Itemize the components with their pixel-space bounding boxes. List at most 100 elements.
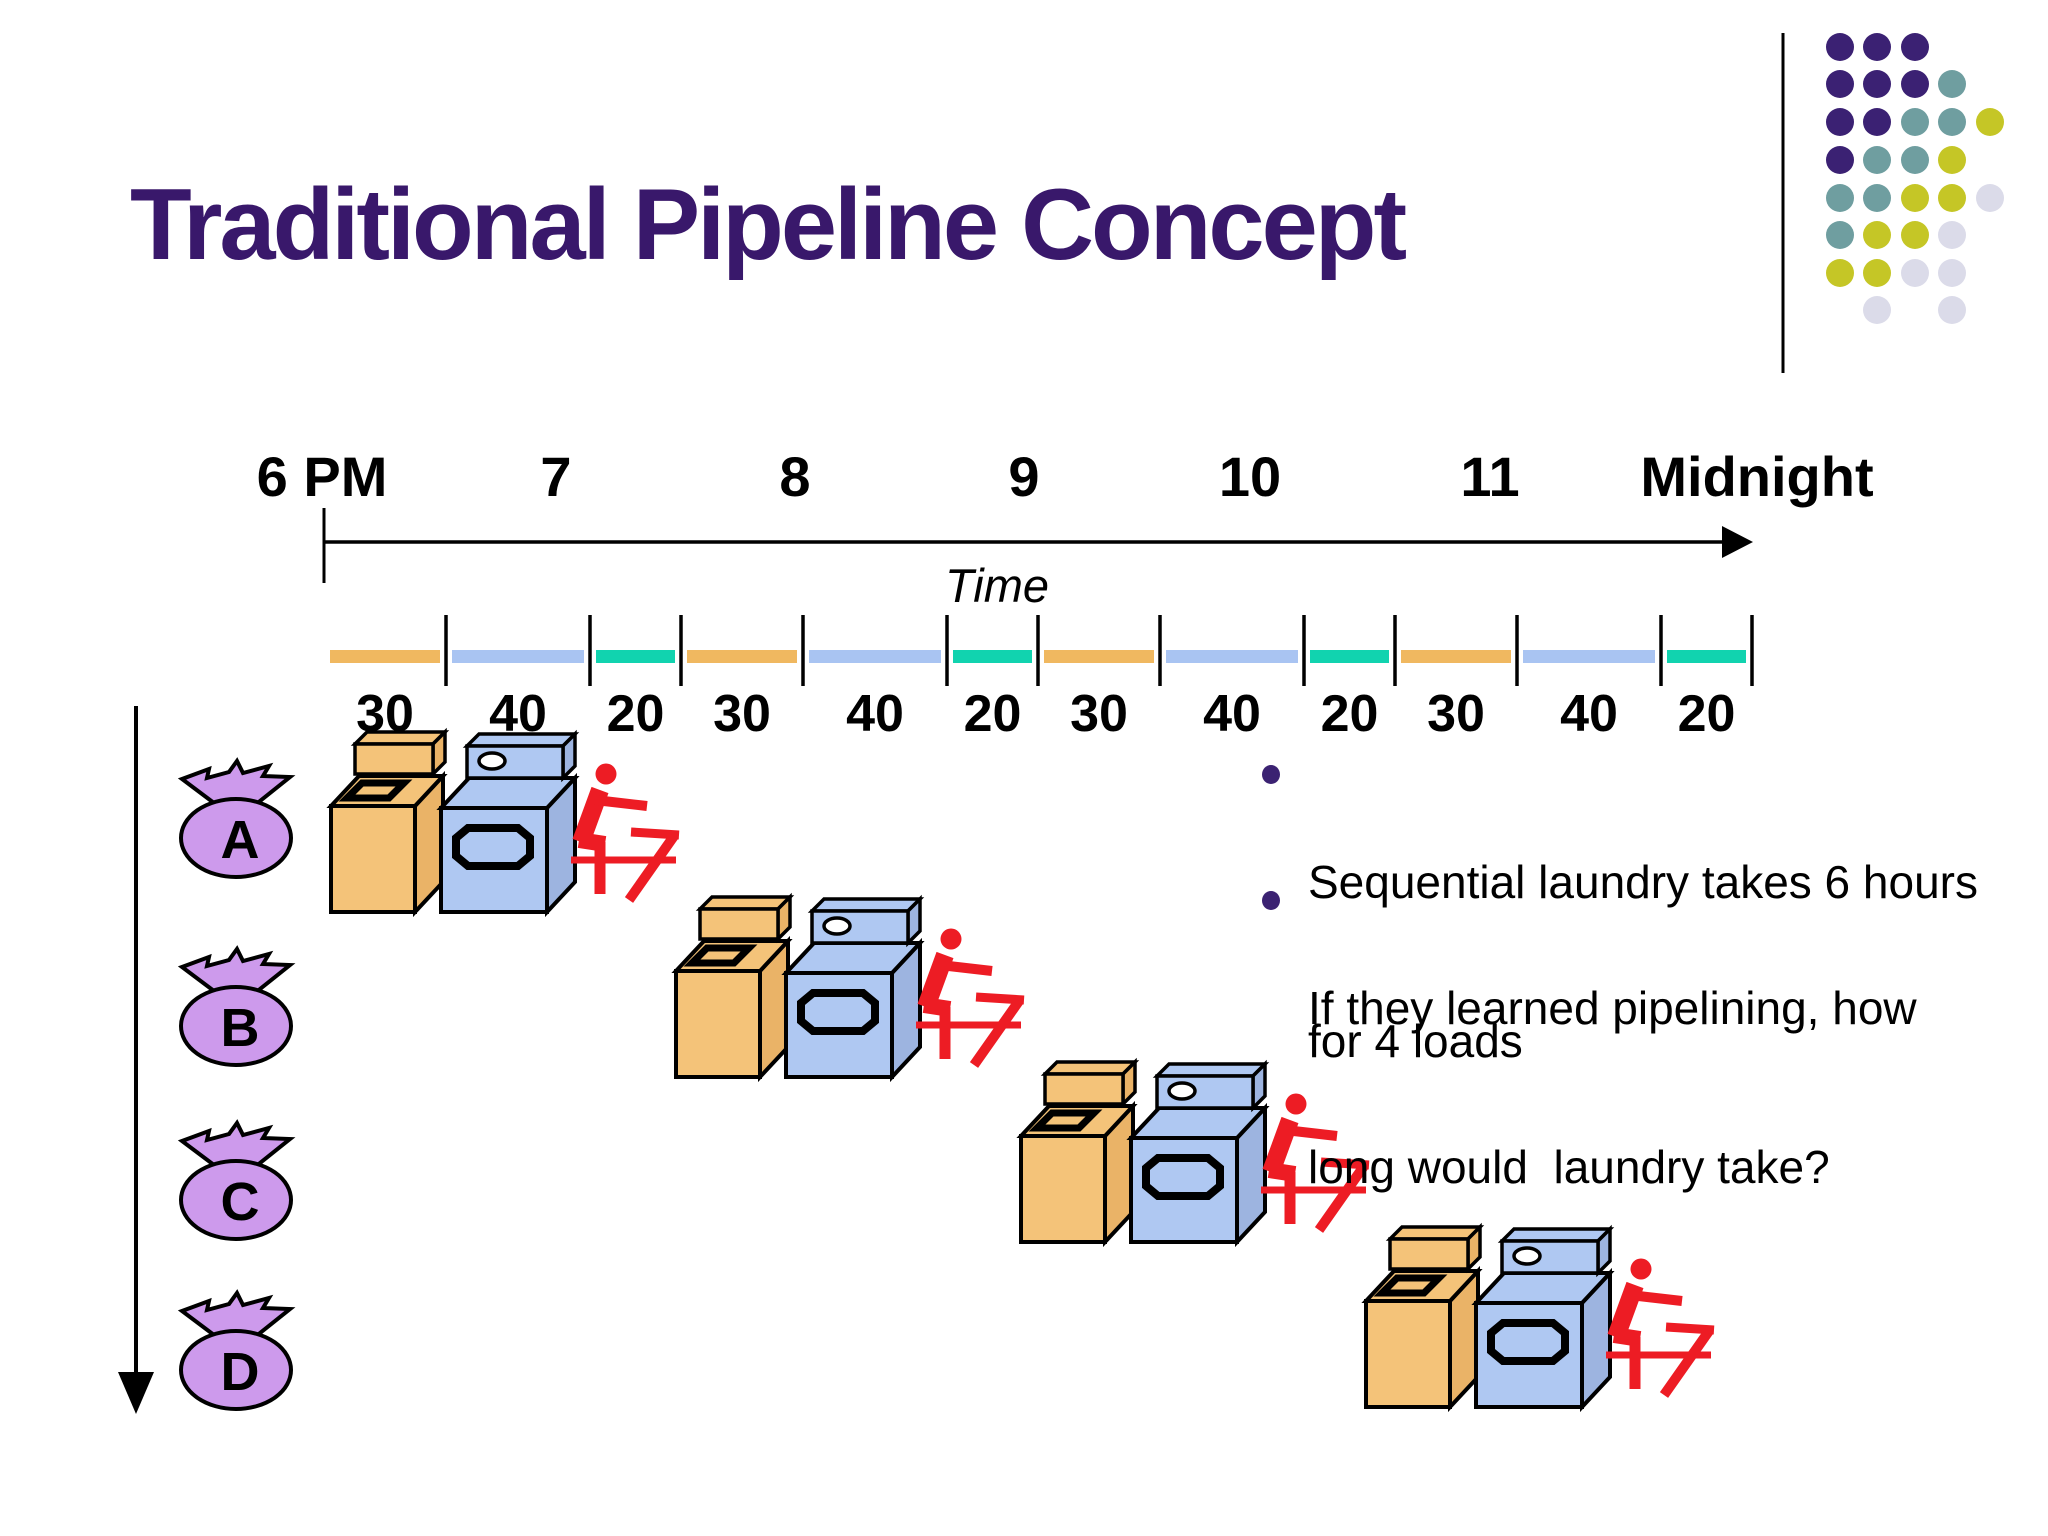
decoration-dot [1826, 108, 1854, 136]
stage-segment-fold-1 [596, 650, 675, 663]
washer-icon [671, 892, 795, 1083]
washer-lid-icon [338, 779, 413, 802]
bullet-line: If they learned pipelining, how [1308, 982, 1917, 1034]
decoration-dot [1863, 184, 1891, 212]
stage-segment-dry-3 [1166, 650, 1298, 663]
dryer-button-icon [1512, 1246, 1542, 1266]
load-bag-c: C [177, 1119, 296, 1241]
decoration-dot [1863, 259, 1891, 287]
dryer-door-icon [452, 824, 534, 870]
duration-label-wash: 30 [713, 685, 771, 743]
dryer-icon [436, 729, 580, 918]
decoration-dot [1863, 146, 1891, 174]
hour-label-11: 11 [1460, 445, 1520, 508]
decoration-dot [1901, 33, 1929, 61]
decoration-dot [1938, 259, 1966, 287]
decoration-dot [1938, 108, 1966, 136]
laundry-station-a [326, 727, 680, 918]
decoration-dot [1976, 184, 2004, 212]
stage-segment-wash-4 [1401, 650, 1511, 663]
washer-icon [326, 727, 450, 918]
decoration-dot [1976, 108, 2004, 136]
decoration-dot [1901, 70, 1929, 98]
stage-segment-wash-1 [330, 650, 440, 663]
washer-lid-icon [1373, 1274, 1448, 1297]
person-head-icon [1285, 1093, 1307, 1115]
duration-label-dry: 40 [489, 685, 547, 743]
bullet-line: for 4 loads [1308, 1015, 1523, 1067]
decoration-dot [1826, 221, 1854, 249]
decoration-dot [1938, 221, 1966, 249]
laundry-station-c [1016, 1057, 1370, 1248]
load-bag-b: B [177, 945, 296, 1067]
hour-label-10: 10 [1218, 445, 1282, 508]
person-icon [1261, 1093, 1370, 1233]
dryer-door-icon [1142, 1154, 1224, 1200]
dryer-button-icon [477, 751, 507, 771]
decoration-dot [1938, 70, 1966, 98]
bag-tie-icon [177, 1119, 296, 1173]
bullet-dot-icon [1262, 891, 1280, 910]
person-head-icon [1630, 1258, 1652, 1280]
load-order-arrowhead-icon [118, 1372, 154, 1414]
load-bag-d: D [177, 1289, 296, 1411]
decoration-dot [1863, 108, 1891, 136]
decoration-dot [1901, 259, 1929, 287]
person-icon [916, 928, 1025, 1068]
load-label: D [221, 1342, 260, 1402]
duration-label-fold: 20 [1677, 685, 1736, 743]
stage-segment-dry-2 [809, 650, 941, 663]
bag-body-icon [179, 1329, 293, 1411]
load-bag-a: A [177, 757, 296, 879]
load-label: C [221, 1172, 260, 1232]
bag-body-icon [179, 1159, 293, 1241]
stage-segment-dry-1 [452, 650, 584, 663]
bag-tie-icon [177, 945, 296, 999]
dryer-button-icon [1167, 1081, 1197, 1101]
stage-segment-fold-4 [1667, 650, 1746, 663]
laundry-station-d [1361, 1222, 1715, 1413]
slide-title: Traditional Pipeline Concept [130, 169, 1407, 281]
dryer-door-icon [1487, 1319, 1569, 1365]
washer-lid-icon [1028, 1109, 1103, 1132]
stage-segment-fold-3 [1310, 650, 1389, 663]
hour-label-midnight: Midnight [1640, 445, 1874, 508]
duration-label-wash: 30 [356, 685, 414, 743]
duration-label-dry: 40 [1203, 685, 1261, 743]
person-head-icon [595, 763, 617, 785]
dryer-icon [781, 894, 925, 1083]
bullet-line: long would laundry take? [1308, 1141, 1830, 1193]
laundry-station-b [671, 892, 1025, 1083]
decoration-dot [1901, 221, 1929, 249]
washer-lid-icon [683, 944, 758, 967]
stage-segment-dry-4 [1523, 650, 1655, 663]
duration-label-fold: 20 [606, 685, 665, 743]
bag-body-icon [179, 797, 293, 879]
bullet-item-pipelining: If they learned pipelining, how long wou… [1262, 876, 1917, 1300]
hour-label-6-pm: 6 PM [256, 445, 388, 508]
decoration-dot [1863, 296, 1891, 324]
bullet-line: Sequential laundry takes 6 hours [1308, 856, 1978, 908]
hour-label-9: 9 [1008, 445, 1040, 508]
bullet-dot-icon [1262, 765, 1280, 784]
axis-arrowhead-icon [1722, 526, 1753, 558]
decoration-dot [1901, 184, 1929, 212]
dryer-icon [1126, 1059, 1270, 1248]
bag-tie-icon [177, 1289, 296, 1343]
duration-label-wash: 30 [1070, 685, 1128, 743]
duration-label-fold: 20 [963, 685, 1022, 743]
bag-tie-icon [177, 757, 296, 811]
person-icon [1606, 1258, 1715, 1398]
bullet-item-sequential: Sequential laundry takes 6 hours for 4 l… [1262, 750, 1978, 1174]
decoration-dot [1826, 33, 1854, 61]
hour-label-8: 8 [779, 445, 811, 508]
person-head-icon [940, 928, 962, 950]
load-label: B [221, 998, 260, 1058]
decoration-dot [1863, 33, 1891, 61]
dryer-button-icon [822, 916, 852, 936]
load-label: A [221, 810, 260, 870]
washer-icon [1016, 1057, 1140, 1248]
decoration-dot [1938, 184, 1966, 212]
